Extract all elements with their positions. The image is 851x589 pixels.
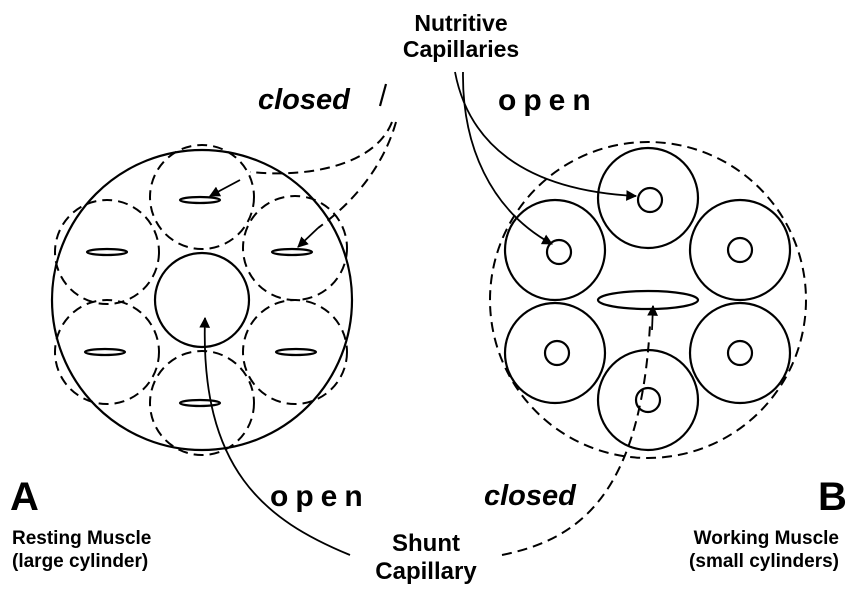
cylinder-b-lower-left xyxy=(505,303,605,403)
cylinder-b-upper-left xyxy=(505,200,605,300)
working-muscle-outline xyxy=(490,142,806,458)
panel-a-resting xyxy=(52,145,352,455)
resting-caption-line2: (large cylinder) xyxy=(12,551,151,574)
cylinder-b-upper-right xyxy=(690,200,790,300)
cylinder-a-lower-left xyxy=(55,300,159,404)
closed-capillary-bottom xyxy=(180,400,220,406)
shunt-label-line1: Shunt xyxy=(350,530,502,558)
nutritive-label-line1: Nutritive xyxy=(370,10,552,36)
cylinder-b-bottom xyxy=(598,350,698,450)
panel-b-letter: B xyxy=(818,474,847,520)
open-top-label: open xyxy=(498,84,598,119)
cylinder-a-upper-left xyxy=(55,200,159,304)
open-bottom-label: open xyxy=(270,480,370,515)
nutritive-capillaries-label: Nutritive Capillaries xyxy=(370,10,552,63)
working-caption-line2: (small cylinders) xyxy=(689,551,839,574)
nutritive-leader-a-1 xyxy=(250,122,392,173)
cylinder-b-lower-right xyxy=(690,303,790,403)
open-capillary-lower-right xyxy=(728,341,752,365)
closed-leader-tick xyxy=(380,84,386,106)
shunt-capillary-label: Shunt Capillary xyxy=(350,530,502,585)
nutritive-arrow-a-right xyxy=(298,228,318,247)
panel-a-letter: A xyxy=(10,474,39,520)
shunt-capillary-b-closed xyxy=(598,291,698,309)
resting-muscle-caption: Resting Muscle (large cylinder) xyxy=(12,528,151,574)
shunt-arrow-b-head xyxy=(652,306,653,330)
cylinder-b-top xyxy=(598,148,698,248)
resting-caption-line1: Resting Muscle xyxy=(12,528,151,551)
shunt-label-line2: Capillary xyxy=(350,558,502,586)
cylinder-a-lower-right xyxy=(243,300,347,404)
cylinder-a-bottom xyxy=(150,351,254,455)
working-muscle-caption: Working Muscle (small cylinders) xyxy=(689,528,839,574)
closed-capillary-upper-right xyxy=(272,249,312,255)
nutritive-leader-a-2 xyxy=(318,122,396,228)
closed-capillary-upper-left xyxy=(87,249,127,255)
closed-capillary-lower-left xyxy=(85,349,125,355)
working-caption-line1: Working Muscle xyxy=(689,528,839,551)
open-capillary-lower-left xyxy=(545,341,569,365)
closed-capillary-lower-right xyxy=(276,349,316,355)
nutritive-arrow-a-top xyxy=(210,180,240,196)
open-capillary-top xyxy=(638,188,662,212)
panel-b-working xyxy=(490,142,806,458)
closed-bottom-label: closed xyxy=(484,480,576,513)
open-capillary-upper-right xyxy=(728,238,752,262)
closed-capillary-top xyxy=(180,197,220,203)
shunt-capillary-a xyxy=(155,253,249,347)
nutritive-label-line2: Capillaries xyxy=(370,36,552,62)
closed-top-label: closed xyxy=(258,84,350,117)
